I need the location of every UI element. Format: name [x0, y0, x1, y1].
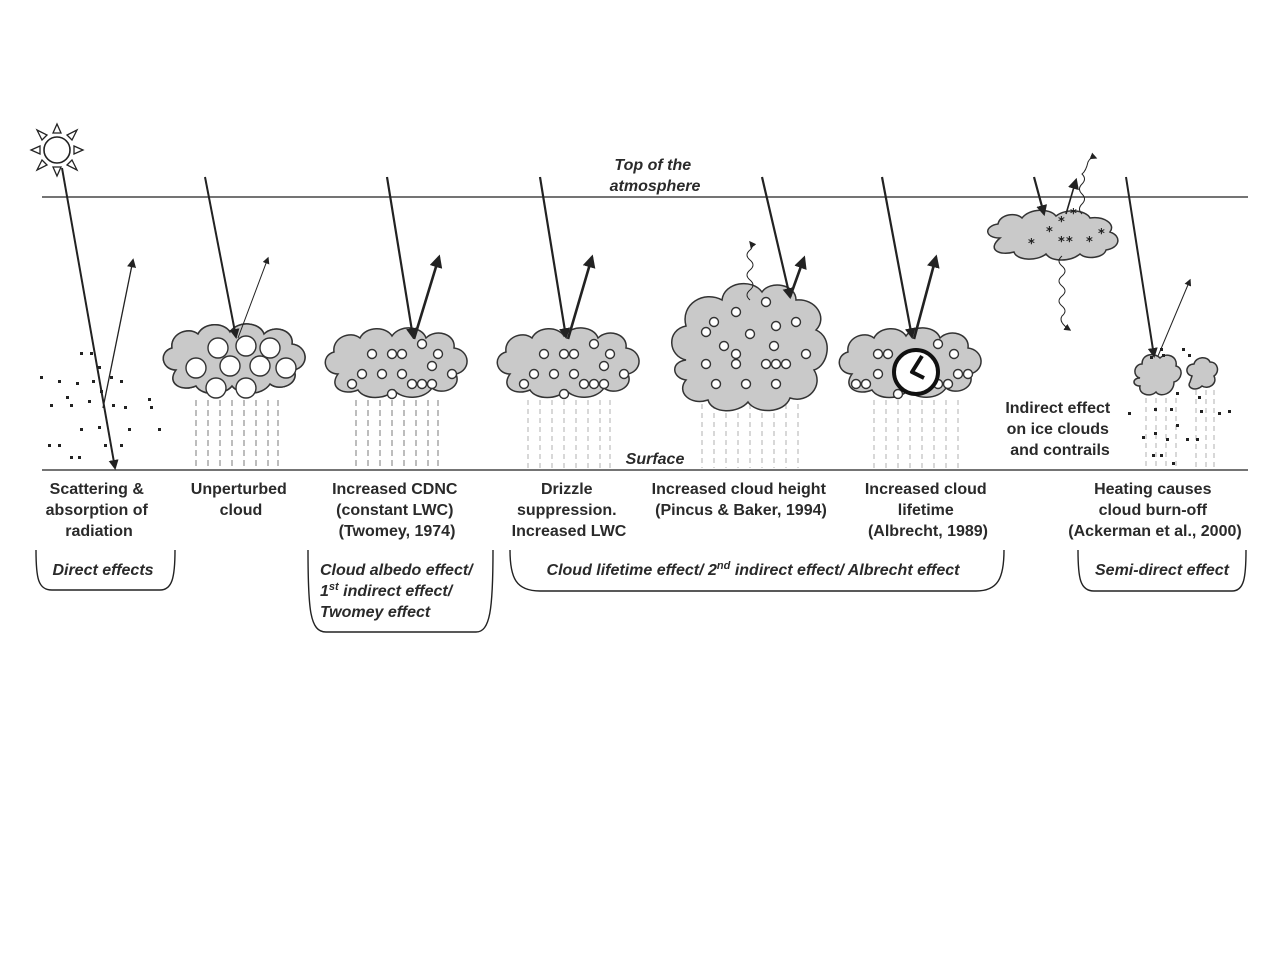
tall-cloud [671, 282, 828, 412]
small-cloud [1133, 353, 1182, 396]
panel-label-drizzle: Drizzle suppression. Increased LWC [512, 481, 627, 540]
surface-label: Surface [626, 451, 685, 468]
panel-ice-cloud: *** *** ** [987, 152, 1119, 331]
svg-text:*: * [1058, 215, 1065, 230]
large-droplets [185, 335, 297, 399]
panel-semi-direct-effect [1125, 176, 1231, 468]
svg-text:*: * [1046, 225, 1053, 240]
panel-direct-effects [40, 167, 161, 470]
small-droplets [346, 338, 458, 400]
small-droplets [518, 338, 630, 400]
rain-streaks [195, 400, 279, 466]
panel-increased-cloud-lifetime [838, 176, 982, 468]
direct-effects-label: Direct effects [52, 562, 153, 579]
aerosol-particles [1128, 348, 1231, 465]
semi-direct-bracket: Semi-direct effect [1077, 549, 1247, 592]
longwave-emission-icon [746, 240, 757, 301]
small-droplets [700, 296, 812, 390]
panel-label-cdnc: Increased CDNC (constant LWC) (Twomey, 1… [332, 481, 462, 540]
sun-icon [29, 122, 85, 178]
cloud-albedo-label: Cloud albedo effect/ 1st indirect effect… [320, 562, 477, 621]
aerosol-particles [40, 352, 161, 459]
cloud-lifetime-bracket: Cloud lifetime effect/ 2nd indirect effe… [509, 549, 1005, 592]
panel-label-lifetime: Increased cloud lifetime (Albrecht, 1989… [865, 481, 991, 540]
rain-streaks [873, 400, 959, 468]
rain-streaks [355, 400, 439, 466]
rain-streaks [527, 400, 611, 468]
rain-streaks [1145, 390, 1215, 468]
small-cloud [1186, 357, 1219, 390]
panel-increased-cloud-height [671, 176, 828, 468]
semi-direct-label: Semi-direct effect [1095, 562, 1230, 579]
svg-text:*: * [1070, 207, 1077, 222]
cloud-lifetime-label: Cloud lifetime effect/ 2nd indirect effe… [547, 560, 961, 579]
top-of-atmosphere-label: Top of the atmosphere [610, 157, 701, 195]
rain-streaks [701, 404, 799, 468]
svg-text:*: * [1086, 235, 1093, 250]
panel-unperturbed-cloud [162, 176, 306, 466]
panel-label-direct: Scattering & absorption of radiation [46, 481, 153, 540]
svg-text:*: * [1028, 237, 1035, 252]
panel-label-burn-off: Heating causes cloud burn-off (Ackerman … [1068, 481, 1241, 540]
panel-increased-cdnc [324, 176, 468, 466]
svg-text:*: * [1098, 227, 1105, 242]
longwave-emission-icon [1058, 255, 1072, 331]
clock-icon [892, 348, 940, 396]
panel-label-unperturbed: Unperturbed cloud [191, 481, 291, 519]
panel-label-cloud-height: Increased cloud height (Pincus & Baker, … [652, 481, 831, 519]
cloud-albedo-bracket: Cloud albedo effect/ 1st indirect effect… [307, 549, 494, 633]
svg-text:*: * [1058, 235, 1065, 250]
small-droplets [850, 338, 974, 400]
ice-cloud [987, 209, 1119, 261]
panel-drizzle-suppression [496, 176, 640, 468]
longwave-emission-icon [1079, 152, 1098, 215]
svg-text:*: * [1066, 235, 1073, 250]
direct-effects-bracket: Direct effects [35, 549, 176, 591]
cloud [324, 327, 468, 399]
ice-cloud-label: Indirect effect on ice clouds and contra… [1005, 400, 1114, 459]
ice-crystals: *** *** ** [1028, 207, 1105, 252]
